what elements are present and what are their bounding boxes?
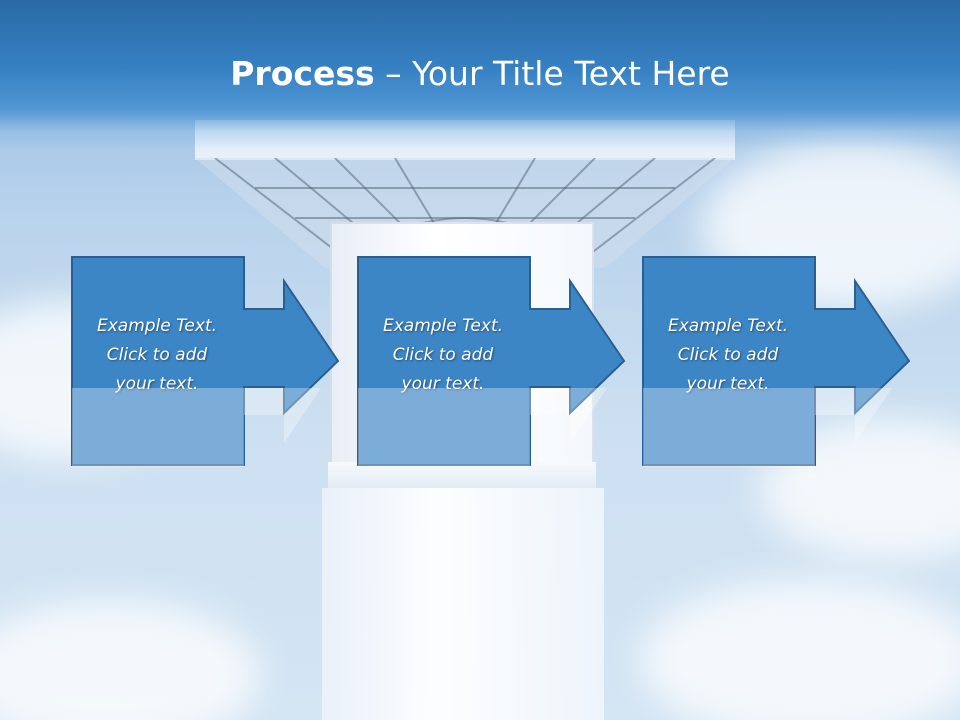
tower-pillar bbox=[322, 488, 604, 720]
title-bold-text: Process bbox=[230, 54, 375, 93]
step-text-line: your text. bbox=[401, 374, 485, 394]
step-text-line: your text. bbox=[115, 374, 199, 394]
step-text-line: Click to add bbox=[106, 345, 208, 365]
title-bar: Process – Your Title Text Here bbox=[0, 0, 960, 150]
step-text: Example Text. Click to add your text. bbox=[357, 312, 529, 399]
arrow-box-shape bbox=[357, 256, 626, 466]
cloud bbox=[0, 600, 260, 720]
step-text-line: Example Text. bbox=[96, 316, 218, 336]
arrow-box-shape bbox=[642, 256, 911, 466]
arrow-box-shape bbox=[71, 256, 340, 466]
step-reflection bbox=[71, 388, 333, 468]
step-text: Example Text. Click to add your text. bbox=[71, 312, 243, 399]
cloud bbox=[640, 580, 960, 720]
process-step-2[interactable]: Example Text. Click to add your text. bbox=[357, 256, 626, 468]
step-text-line: Click to add bbox=[392, 345, 494, 365]
process-step-1[interactable]: Example Text. Click to add your text. bbox=[71, 256, 340, 468]
step-text: Example Text. Click to add your text. bbox=[642, 312, 814, 399]
step-text-line: Click to add bbox=[677, 345, 779, 365]
step-text-line: Example Text. bbox=[382, 316, 504, 336]
step-reflection bbox=[357, 388, 619, 468]
step-text-line: Example Text. bbox=[667, 316, 789, 336]
slide-title[interactable]: Process – Your Title Text Here bbox=[0, 52, 960, 96]
process-step-3[interactable]: Example Text. Click to add your text. bbox=[642, 256, 911, 468]
title-rest-text: – Your Title Text Here bbox=[374, 54, 730, 93]
step-reflection bbox=[642, 388, 904, 468]
step-text-line: your text. bbox=[686, 374, 770, 394]
tower-band bbox=[328, 462, 596, 488]
